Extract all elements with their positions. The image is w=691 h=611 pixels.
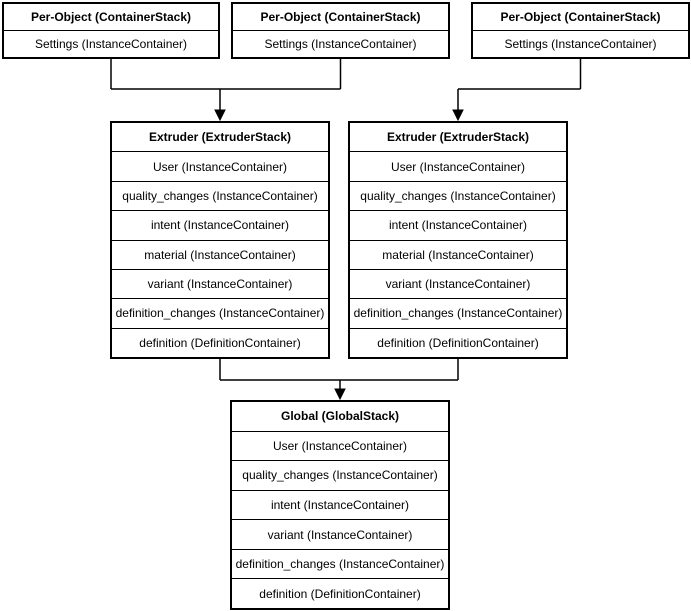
stack-row: quality_changes (InstanceContainer) (112, 180, 328, 210)
global-stack: Global (GlobalStack) User (InstanceConta… (230, 400, 450, 610)
stack-row: quality_changes (InstanceContainer) (350, 180, 566, 210)
stack-row: definition_changes (InstanceContainer) (232, 548, 448, 579)
stack-row: definition (DefinitionContainer) (350, 327, 566, 357)
stack-row: intent (InstanceContainer) (350, 210, 566, 239)
stack-row: Settings (InstanceContainer) (4, 30, 218, 57)
per-object-stack-2-title: Per-Object (ContainerStack) (260, 10, 421, 24)
stack-row: quality_changes (InstanceContainer) (232, 460, 448, 490)
arrowhead-down-icon (452, 109, 464, 122)
stack-row: definition_changes (InstanceContainer) (350, 298, 566, 327)
connector-perobjects-1-2-to-extruder-1 (110, 59, 342, 122)
global-stack-title: Global (GlobalStack) (280, 409, 400, 424)
stack-row: material (InstanceContainer) (112, 239, 328, 269)
extruder-stack-1-title: Extruder (ExtruderStack) (148, 130, 292, 145)
per-object-stack-1-title: Per-Object (ContainerStack) (30, 10, 192, 24)
per-object-stack-3: Per-Object (ContainerStack) Settings (In… (471, 2, 690, 59)
per-object-stack-1: Per-Object (ContainerStack) Settings (In… (2, 2, 220, 59)
stack-row: User (InstanceContainer) (112, 151, 328, 180)
stack-row: definition (DefinitionContainer) (232, 578, 448, 608)
connector-extruders-to-global (219, 359, 459, 401)
extruder-stack-1: Extruder (ExtruderStack) User (InstanceC… (110, 121, 330, 359)
stack-row: definition_changes (InstanceContainer) (112, 298, 328, 327)
stack-row: User (InstanceContainer) (350, 151, 566, 180)
stack-row: Settings (InstanceContainer) (233, 30, 448, 57)
stack-row: variant (InstanceContainer) (232, 519, 448, 549)
arrowhead-down-icon (334, 388, 346, 401)
stack-row: variant (InstanceContainer) (350, 268, 566, 298)
per-object-stack-2: Per-Object (ContainerStack) Settings (In… (231, 2, 450, 59)
stack-row: variant (InstanceContainer) (112, 268, 328, 298)
extruder-stack-2: Extruder (ExtruderStack) User (InstanceC… (348, 121, 568, 359)
stack-row: Settings (InstanceContainer) (473, 30, 688, 57)
stack-row: intent (InstanceContainer) (112, 210, 328, 239)
arrowhead-down-icon (214, 109, 226, 122)
per-object-stack-3-title: Per-Object (ContainerStack) (500, 10, 661, 24)
stack-row: User (InstanceContainer) (232, 430, 448, 461)
stack-row: definition (DefinitionContainer) (112, 327, 328, 357)
connector-perobject-3-to-extruder-2 (452, 59, 582, 122)
extruder-stack-2-title: Extruder (ExtruderStack) (386, 130, 530, 145)
stack-row: intent (InstanceContainer) (232, 489, 448, 520)
stack-row: material (InstanceContainer) (350, 239, 566, 269)
